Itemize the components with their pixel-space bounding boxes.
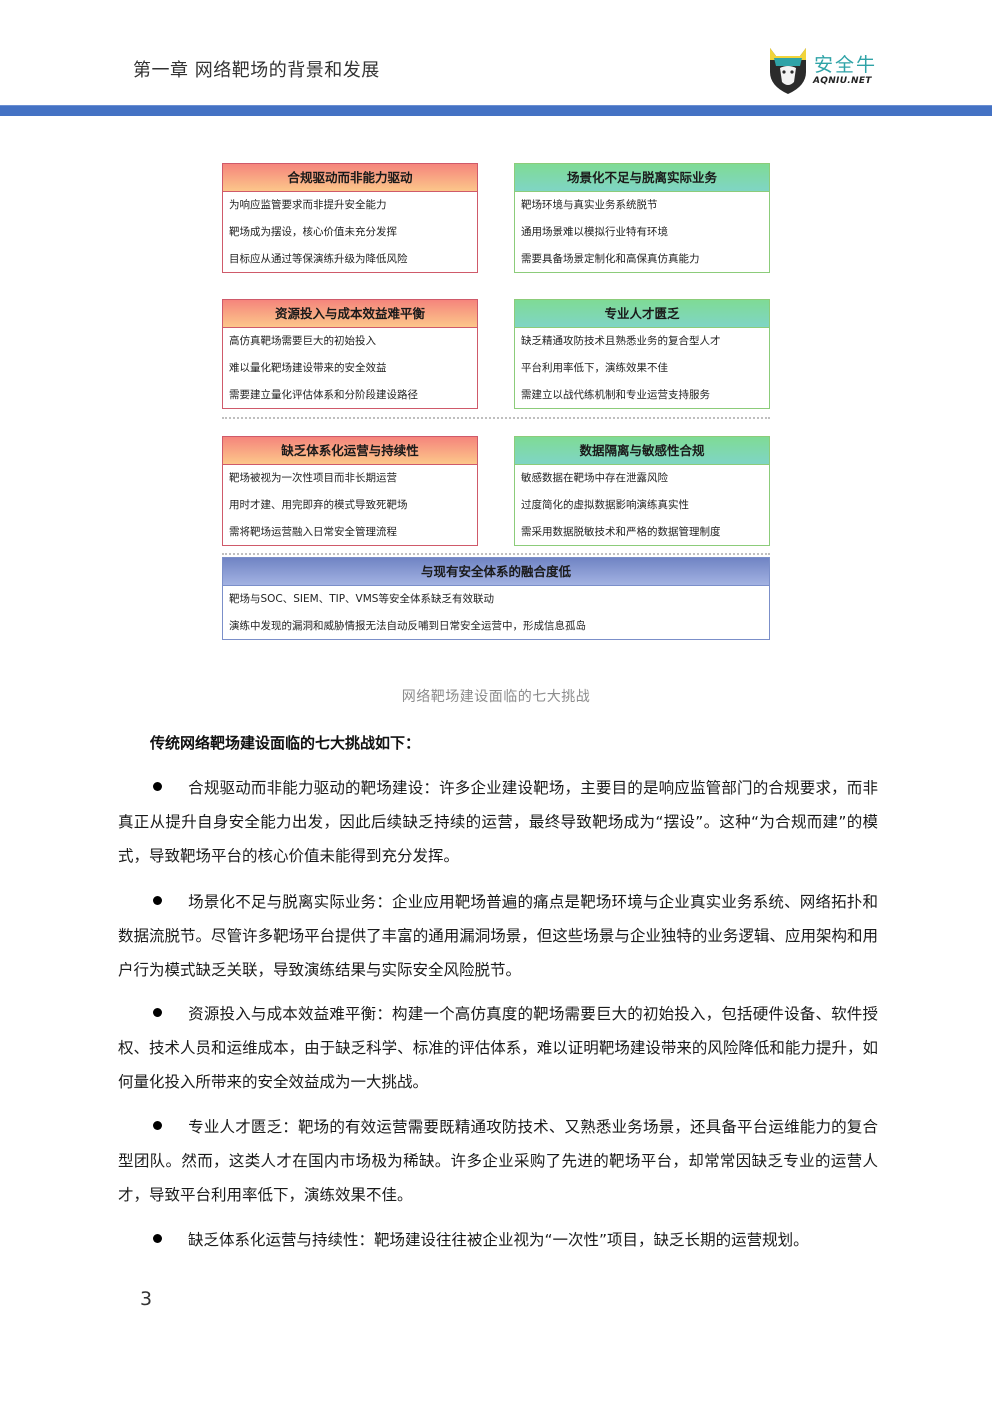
challenge-card-title: 缺乏体系化运营与持续性	[223, 437, 477, 465]
dotted-separator	[222, 553, 770, 555]
challenge-card-item: 靶场被视为一次性项目而非长期运营	[229, 472, 397, 484]
bullet-paragraph: 场景化不足与脱离实际业务：企业应用靶场普遍的痛点是靶场环境与企业真实业务系统、网…	[118, 885, 878, 987]
challenge-card-item: 目标应从通过等保演练升级为降低风险	[229, 253, 408, 265]
bullet-icon	[153, 1234, 162, 1243]
page-number: 3	[140, 1288, 153, 1310]
challenge-card: 场景化不足与脱离实际业务 靶场环境与真实业务系统脱节 通用场景难以模拟行业特有环…	[514, 163, 770, 273]
challenge-card-item: 需要具备场景定制化和高保真仿真能力	[521, 253, 700, 265]
challenge-card-title: 场景化不足与脱离实际业务	[515, 164, 769, 192]
challenge-card-item: 通用场景难以模拟行业特有环境	[521, 226, 668, 238]
paragraph-text: 合规驱动而非能力驱动的靶场建设：许多企业建设靶场，主要目的是响应监管部门的合规要…	[118, 779, 878, 865]
challenge-card: 与现有安全体系的融合度低 靶场与SOC、SIEM、TIP、VMS等安全体系缺乏有…	[222, 557, 770, 640]
bullet-icon	[153, 1008, 162, 1017]
challenge-card-item: 靶场与SOC、SIEM、TIP、VMS等安全体系缺乏有效联动	[229, 593, 494, 605]
bullet-icon	[153, 1121, 162, 1130]
bullet-paragraph: 专业人才匮乏：靶场的有效运营需要既精通攻防技术、又熟悉业务场景，还具备平台运维能…	[118, 1110, 878, 1212]
paragraph-text: 缺乏体系化运营与持续性：靶场建设往往被企业视为“一次性”项目，缺乏长期的运营规划…	[188, 1231, 809, 1249]
challenge-card-item: 需采用数据脱敏技术和严格的数据管理制度	[521, 526, 721, 538]
challenge-card-item: 靶场成为摆设，核心价值未充分发挥	[229, 226, 397, 238]
paragraph-text: 资源投入与成本效益难平衡：构建一个高仿真度的靶场需要巨大的初始投入，包括硬件设备…	[118, 1005, 878, 1091]
challenge-card-item: 难以量化靶场建设带来的安全效益	[229, 362, 387, 374]
logo-name-en: AQNIU.NET	[813, 76, 872, 86]
challenge-card-item: 靶场环境与真实业务系统脱节	[521, 199, 658, 211]
challenge-card-item: 需建立以战代练机制和专业运营支持服务	[521, 389, 710, 401]
challenge-card-item: 平台利用率低下，演练效果不佳	[521, 362, 668, 374]
header-divider-bar	[0, 105, 992, 116]
bullet-icon	[153, 896, 162, 905]
challenge-card-item: 缺乏精通攻防技术且熟悉业务的复合型人才	[521, 335, 721, 347]
paragraph-text: 场景化不足与脱离实际业务：企业应用靶场普遍的痛点是靶场环境与企业真实业务系统、网…	[118, 893, 878, 979]
challenge-card: 资源投入与成本效益难平衡 高仿真靶场需要巨大的初始投入 难以量化靶场建设带来的安…	[222, 299, 478, 409]
challenge-card-title: 与现有安全体系的融合度低	[223, 558, 769, 586]
bull-shield-logo-icon	[770, 48, 806, 94]
challenge-card: 数据隔离与敏感性合规 敏感数据在靶场中存在泄露风险 过度简化的虚拟数据影响演练真…	[514, 436, 770, 546]
challenge-card: 缺乏体系化运营与持续性 靶场被视为一次性项目而非长期运营 用时才建、用完即弃的模…	[222, 436, 478, 546]
challenge-card-item: 过度简化的虚拟数据影响演练真实性	[521, 499, 689, 511]
challenge-card: 专业人才匮乏 缺乏精通攻防技术且熟悉业务的复合型人才 平台利用率低下，演练效果不…	[514, 299, 770, 409]
challenge-card-item: 敏感数据在靶场中存在泄露风险	[521, 472, 668, 484]
challenge-card-title: 专业人才匮乏	[515, 300, 769, 328]
challenge-card: 合规驱动而非能力驱动 为响应监管要求而非提升安全能力 靶场成为摆设，核心价值未充…	[222, 163, 478, 273]
chapter-title: 第一章 网络靶场的背景和发展	[133, 60, 380, 81]
challenge-card-item: 演练中发现的漏洞和威胁情报无法自动反哺到日常安全运营中，形成信息孤岛	[229, 620, 586, 632]
paragraph-text: 专业人才匮乏：靶场的有效运营需要既精通攻防技术、又熟悉业务场景，还具备平台运维能…	[118, 1118, 878, 1204]
bullet-icon	[153, 782, 162, 791]
bullet-paragraph: 资源投入与成本效益难平衡：构建一个高仿真度的靶场需要巨大的初始投入，包括硬件设备…	[118, 997, 878, 1099]
brand-logo: 安全牛 AQNIU.NET	[766, 44, 886, 96]
section-heading: 传统网络靶场建设面临的七大挑战如下：	[150, 734, 421, 752]
dotted-separator	[222, 417, 770, 419]
bullet-paragraph: 缺乏体系化运营与持续性：靶场建设往往被企业视为“一次性”项目，缺乏长期的运营规划…	[118, 1223, 878, 1257]
challenge-card-title: 资源投入与成本效益难平衡	[223, 300, 477, 328]
challenge-card-item: 用时才建、用完即弃的模式导致死靶场	[229, 499, 408, 511]
challenge-card-item: 为响应监管要求而非提升安全能力	[229, 199, 387, 211]
challenge-card-item: 需将靶场运营融入日常安全管理流程	[229, 526, 397, 538]
bullet-paragraph: 合规驱动而非能力驱动的靶场建设：许多企业建设靶场，主要目的是响应监管部门的合规要…	[118, 771, 878, 873]
challenge-card-title: 合规驱动而非能力驱动	[223, 164, 477, 192]
challenge-card-title: 数据隔离与敏感性合规	[515, 437, 769, 465]
challenge-card-item: 高仿真靶场需要巨大的初始投入	[229, 335, 376, 347]
figure-caption: 网络靶场建设面临的七大挑战	[401, 689, 591, 705]
logo-name-cn: 安全牛	[814, 54, 878, 76]
challenge-card-item: 需要建立量化评估体系和分阶段建设路径	[229, 389, 418, 401]
